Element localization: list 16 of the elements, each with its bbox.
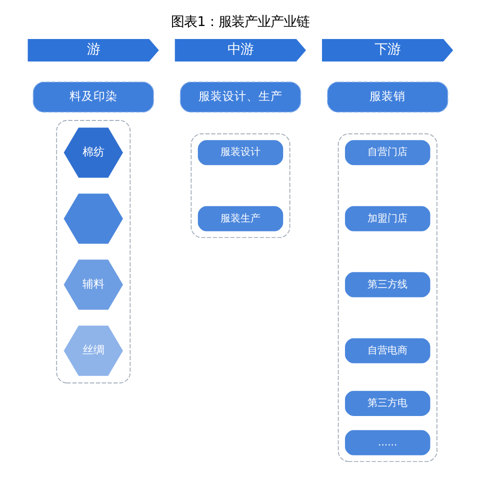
- diagram-title: 图表1：服装产业产业链: [170, 14, 310, 30]
- node-box: 服装设计: [197, 140, 283, 166]
- node-box: 服装生产: [197, 206, 283, 232]
- node-box: 服装销: [326, 82, 448, 113]
- cluster: [190, 133, 290, 238]
- node-hexagon: [62, 192, 124, 245]
- node-box: 第三方电: [344, 390, 430, 416]
- node-box: 自营电商: [344, 338, 430, 364]
- node-box: 料及印染: [32, 82, 154, 113]
- cluster: [337, 133, 437, 462]
- node-box: 第三方线: [344, 272, 430, 298]
- cluster: [56, 120, 130, 384]
- node-box: 自营门店: [344, 140, 430, 166]
- node-box: ......: [344, 430, 430, 456]
- node-box: 服装设计、生产: [179, 82, 301, 113]
- node-box: 加盟门店: [344, 206, 430, 232]
